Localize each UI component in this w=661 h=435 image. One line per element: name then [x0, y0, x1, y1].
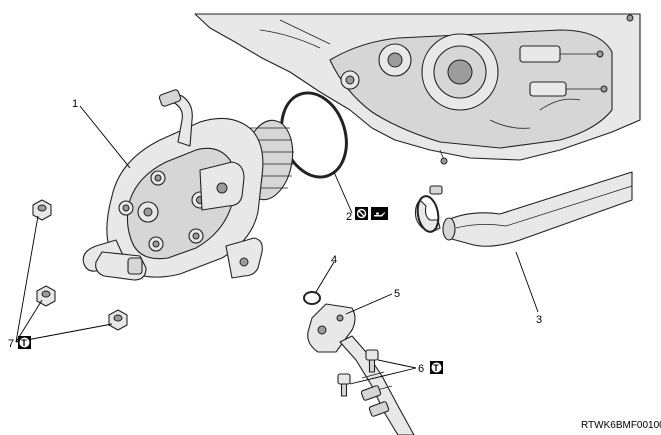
torque-icon: T — [18, 336, 31, 349]
torque-letter-7: T — [21, 338, 27, 348]
vacuum-hose — [414, 171, 633, 247]
callout-7: 7 — [8, 338, 14, 350]
callout-1: 1 — [72, 98, 78, 110]
engine-case — [194, 13, 641, 165]
callout-4: 4 — [331, 254, 337, 266]
torque-icon: T — [430, 361, 443, 374]
oil-pipe — [307, 303, 415, 435]
torque-letter-6: T — [433, 363, 439, 373]
callout-5: 5 — [394, 288, 400, 300]
callout-3: 3 — [536, 314, 542, 326]
bolts-part-6 — [337, 349, 379, 397]
oil-can-icon — [371, 207, 388, 220]
gasket-washer — [303, 291, 321, 305]
vacuum-pump — [82, 89, 294, 281]
leader-lines — [15, 105, 539, 385]
callout-6: 6 — [418, 363, 424, 375]
no-reuse-icon — [355, 207, 368, 220]
figure-code: RTWK6BMF001001 — [581, 420, 661, 431]
callout-2: 2 — [346, 211, 352, 223]
